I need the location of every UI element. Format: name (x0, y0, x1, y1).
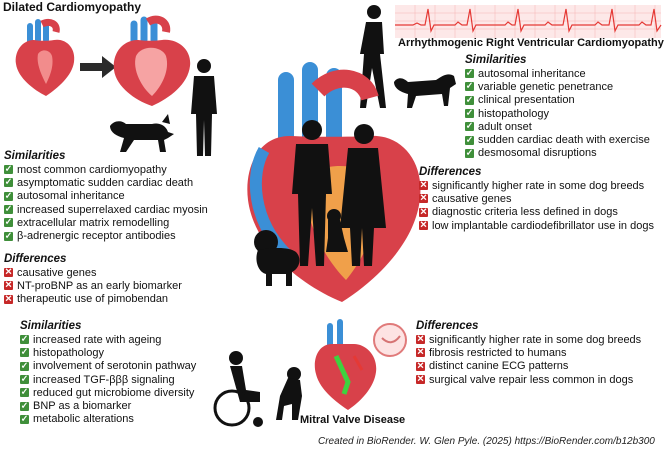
credit-line: Created in BioRender. W. Glen Pyle. (202… (318, 436, 655, 447)
list-item: ✕surgical valve repair less common in do… (416, 373, 634, 386)
list-item: ✓sudden cardiac death with exercise (465, 134, 650, 147)
list-item: ✓asymptomatic sudden cardiac death (4, 176, 194, 189)
list-item: ✓increased superrelaxed cardiac myosin (4, 203, 208, 216)
check-icon: ✓ (465, 94, 474, 105)
check-icon: ✓ (4, 203, 13, 215)
list-item: ✓desmosomal disruptions (465, 147, 597, 160)
list-item: ✕causative genes (419, 192, 512, 205)
list-item: ✓metabolic alterations (20, 413, 134, 426)
valve-closeup-icon (373, 323, 407, 357)
progression-arrow-icon (80, 56, 116, 78)
list-item: ✕fibrosis restricted to humans (416, 346, 567, 359)
list-item: ✓increased rate with ageing (20, 333, 162, 346)
list-item: ✕significantly higher rate in some dog b… (419, 179, 645, 192)
check-icon: ✓ (20, 346, 29, 358)
list-item: ✓histopathology (20, 346, 104, 359)
mvd-differences-list: ✕significantly higher rate in some dog b… (416, 333, 641, 386)
cross-icon: ✕ (4, 279, 13, 291)
check-icon: ✓ (20, 400, 29, 411)
check-icon: ✓ (4, 176, 13, 188)
list-item: ✕causative genes (4, 266, 97, 279)
wheelchair-person-silhouette (213, 351, 263, 427)
list-item: ✓extracellular matrix remodelling (4, 216, 170, 229)
person-silhouette (191, 59, 217, 156)
check-icon: ✓ (20, 413, 29, 424)
cross-icon: ✕ (419, 219, 428, 231)
cross-icon: ✕ (419, 192, 428, 204)
list-item: ✕therapeutic use of pimobendan (4, 293, 169, 306)
fluffy-dog-silhouette (254, 230, 300, 286)
mvd-title: Mitral Valve Disease (300, 414, 406, 426)
check-icon: ✓ (465, 120, 474, 132)
sitting-dog-silhouette (326, 209, 348, 252)
check-icon: ✓ (20, 333, 29, 345)
arvc-similarities-list: ✓autosomal inheritance ✓variable genetic… (465, 67, 650, 160)
list-item: ✓variable genetic penetrance (465, 80, 614, 93)
check-icon: ✓ (20, 360, 29, 371)
cross-icon: ✕ (419, 179, 428, 191)
check-icon: ✓ (465, 107, 474, 119)
list-item: ✓β-adrenergic receptor antibodies (4, 230, 176, 243)
list-item: ✕diagnostic criteria less defined in dog… (419, 206, 618, 219)
check-icon: ✓ (465, 80, 474, 92)
list-item: ✓reduced gut microbiome diversity (20, 386, 195, 399)
dcm-differences-list: ✕causative genes ✕NT-proBNP as an early … (4, 266, 182, 306)
list-item: ✕significantly higher rate in some dog b… (416, 333, 642, 346)
dcm-similarities-list: ✓most common cardiomyopathy ✓asymptomati… (4, 163, 208, 243)
list-item: ✓autosomal inheritance (465, 67, 586, 80)
check-icon: ✓ (4, 230, 13, 241)
normal-heart-illustration (15, 18, 75, 96)
cross-icon: ✕ (416, 360, 425, 371)
arvc-differences-heading: Differences (419, 166, 482, 178)
arvc-title: Arrhythmogenic Right Ventricular Cardiom… (398, 37, 664, 49)
small-dog-silhouette (394, 74, 456, 108)
dcm-differences-heading: Differences (4, 253, 67, 265)
list-item: ✓most common cardiomyopathy (4, 163, 167, 176)
standing-dog-silhouette (276, 367, 302, 420)
cross-icon: ✕ (416, 333, 425, 345)
check-icon: ✓ (465, 147, 474, 158)
check-icon: ✓ (4, 163, 13, 175)
cross-icon: ✕ (419, 206, 428, 217)
check-icon: ✓ (4, 216, 13, 228)
mvd-similarities-heading: Similarities (20, 320, 82, 332)
list-item: ✕low implantable cardiodefibrillator use… (419, 219, 654, 232)
list-item: ✓involvement of serotonin pathway (20, 360, 197, 373)
list-item: ✓increased TGF-βββ signaling (20, 373, 175, 386)
cross-icon: ✕ (4, 293, 13, 304)
dog-silhouette (110, 114, 174, 152)
mvd-similarities-list: ✓increased rate with ageing ✓histopathol… (20, 333, 196, 426)
list-item: ✓BNP as a biomarker (20, 400, 132, 413)
list-item: ✓clinical presentation (465, 94, 575, 107)
mitral-heart-illustration (314, 319, 377, 410)
list-item: ✓autosomal inheritance (4, 190, 125, 203)
check-icon: ✓ (465, 67, 474, 79)
list-item: ✓adult onset (465, 120, 532, 133)
dcm-title: Dilated Cardiomyopathy (3, 0, 142, 14)
mvd-differences-heading: Differences (416, 320, 479, 332)
cross-icon: ✕ (4, 266, 13, 278)
list-item: ✕distinct canine ECG patterns (416, 360, 569, 373)
check-icon: ✓ (20, 386, 29, 398)
ecg-trace (395, 5, 662, 38)
cross-icon: ✕ (416, 373, 425, 385)
check-icon: ✓ (20, 373, 29, 385)
list-item: ✕NT-proBNP as an early biomarker (4, 279, 182, 292)
arvc-differences-list: ✕significantly higher rate in some dog b… (419, 179, 654, 232)
check-icon: ✓ (4, 190, 13, 201)
dilated-heart-illustration (113, 15, 191, 106)
check-icon: ✓ (465, 134, 474, 145)
arvc-similarities-heading: Similarities (465, 54, 527, 66)
couple-silhouette (292, 120, 386, 266)
dcm-similarities-heading: Similarities (4, 150, 66, 162)
cross-icon: ✕ (416, 346, 425, 358)
list-item: ✓histopathology (465, 107, 549, 120)
